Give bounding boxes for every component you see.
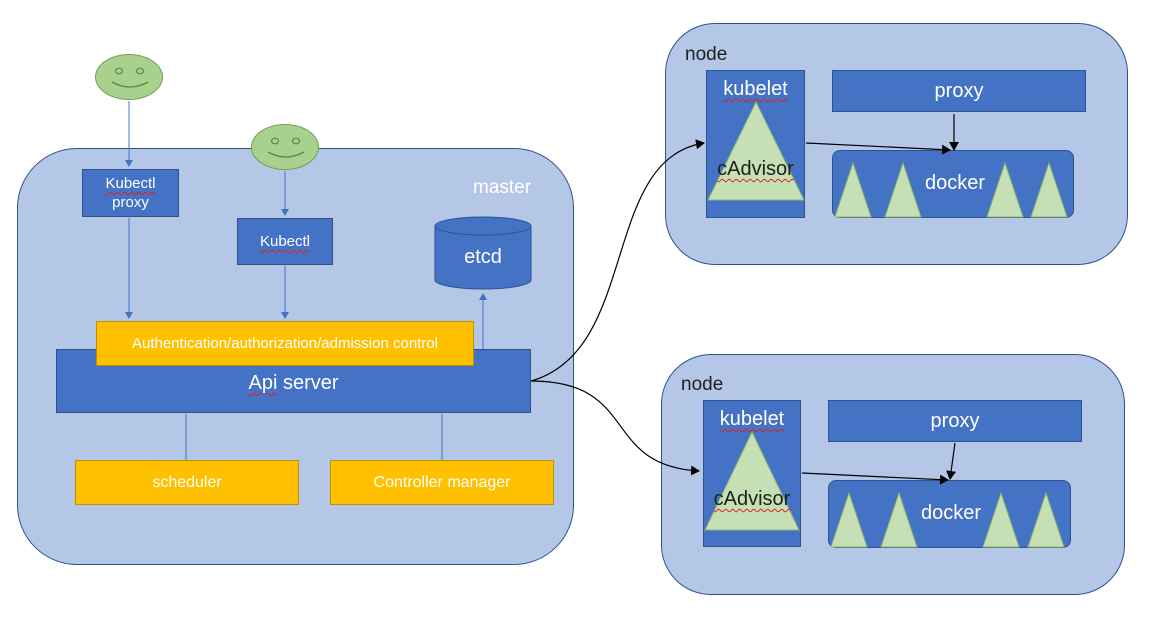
kubectl-label: Kubectl [259, 233, 311, 250]
auth-admission-label: Authentication/authorization/admission c… [131, 335, 438, 352]
kubectl-proxy-box: Kubectl proxy [82, 169, 179, 217]
node-label-1: node [685, 44, 728, 65]
proxy-label-2: proxy [930, 409, 980, 432]
etcd-label: etcd [464, 246, 502, 268]
node-label-2: node [681, 374, 724, 395]
scheduler-label: scheduler [152, 473, 222, 491]
master-label: master [473, 177, 532, 198]
cadvisor-label-2: cAdvisor [713, 488, 791, 510]
controller-manager-box: Controller manager [330, 460, 554, 505]
controller-manager-label: Controller manager [373, 473, 511, 491]
cadvisor-triangle-1 [707, 100, 805, 201]
user-smiley-icon [251, 124, 319, 170]
kubectl-box: Kubectl [237, 218, 333, 265]
docker-container-triangles-1 [834, 161, 1068, 218]
auth-admission-box: Authentication/authorization/admission c… [96, 321, 474, 366]
docker-label-2: docker [920, 502, 982, 524]
proxy-label-1: proxy [934, 79, 984, 102]
cadvisor-triangle-2 [704, 430, 800, 531]
docker-container-triangles-2 [830, 491, 1065, 548]
user-smiley-icon [95, 54, 163, 100]
cadvisor-label-1: cAdvisor [717, 158, 794, 180]
docker-box-2 [828, 480, 1071, 548]
proxy-box-2: proxy [828, 400, 1082, 442]
etcd-database-icon [434, 216, 532, 290]
api-server-label: Api server [248, 372, 339, 394]
proxy-box-1: proxy [832, 70, 1086, 112]
docker-label-1: docker [924, 172, 986, 194]
kubectl-proxy-line2: proxy [112, 194, 149, 211]
kubelet-label-2: kubelet [719, 408, 785, 430]
kubectl-proxy-line1: Kubectl [105, 175, 156, 192]
docker-box-1 [832, 150, 1074, 218]
scheduler-box: scheduler [75, 460, 299, 505]
kubelet-label-1: kubelet [723, 78, 788, 100]
